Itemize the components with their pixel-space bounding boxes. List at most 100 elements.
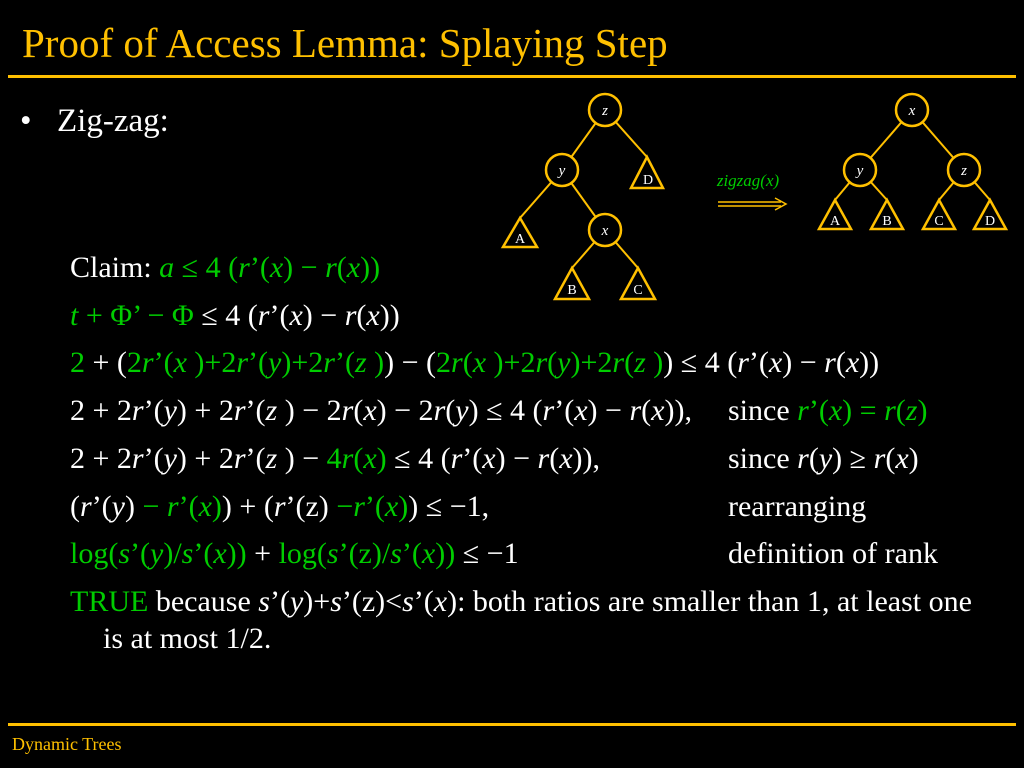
proof-text: ) ≤ 4 (	[663, 346, 738, 380]
proof-text: x	[213, 537, 227, 571]
proof-text: y	[111, 489, 125, 523]
proof-text: 2	[126, 346, 142, 380]
title-rule	[8, 75, 1016, 78]
proof-text: r	[131, 394, 144, 428]
subtree-triangle	[920, 197, 958, 231]
proof-text: )+2	[186, 346, 237, 380]
proof-text: r	[451, 346, 463, 380]
proof-text: z	[905, 394, 918, 428]
proof-text: (	[547, 346, 558, 380]
proof-text: ))	[435, 537, 456, 571]
proof-text: x	[433, 584, 448, 618]
proof-text: ))	[859, 346, 880, 380]
operation-arrow: zigzag(x)	[716, 171, 788, 211]
subtree-triangle	[618, 265, 658, 301]
proof-text: x	[768, 346, 783, 380]
proof-text: r	[233, 441, 246, 475]
proof-text: r	[80, 489, 92, 523]
node-label: y	[557, 163, 566, 179]
proof-text: )	[211, 489, 222, 523]
proof-text: rearranging	[728, 489, 867, 523]
proof-text: since	[728, 394, 798, 428]
tree-node: x	[894, 92, 930, 128]
node-label: x	[908, 103, 916, 119]
proof-text: x	[574, 394, 588, 428]
proof-text: ) − (	[384, 346, 437, 380]
proof-text: + (	[85, 346, 127, 380]
proof-text: )	[645, 346, 664, 380]
proof-text: ): both ratios are smaller than 1, at le…	[447, 584, 972, 618]
proof-text: −	[142, 489, 167, 523]
proof-text: r	[797, 394, 809, 428]
subtree: B	[868, 197, 906, 231]
proof-note: since r’(x) = r(z)	[728, 387, 927, 435]
proof-text: 2 + 2	[70, 394, 132, 428]
proof-text: (	[808, 441, 819, 475]
node-label: x	[601, 223, 609, 239]
proof-text: ’(	[364, 489, 385, 523]
proof-text: ’(	[462, 441, 483, 475]
proof-text: )+	[303, 584, 331, 618]
subtree: A	[500, 215, 540, 249]
subtree-label: D	[643, 173, 653, 188]
proof-text: x	[198, 489, 212, 523]
subtree-label: A	[830, 214, 841, 229]
proof-line: t + Φ’ − Φ ≤ 4 (r’(x) − r(x))	[70, 292, 1010, 340]
proof-text: ) −	[782, 346, 825, 380]
proof-text: s	[258, 584, 270, 618]
node-circle	[946, 152, 982, 188]
subtree-label: B	[882, 214, 891, 229]
proof-text: ’(	[269, 584, 290, 618]
proof-text: ’(	[193, 537, 214, 571]
subtree-label: D	[985, 214, 995, 229]
proof-text: )	[125, 489, 143, 523]
footer-text: Dynamic Trees	[12, 734, 122, 754]
proof-text: )),	[572, 441, 601, 475]
proof-line: log(s’(y)/s’(x)) + log(s’(z)/s’(x)) ≤ −1…	[70, 530, 1010, 578]
proof-text: ’(	[130, 537, 150, 571]
proof-text: r	[238, 251, 250, 284]
proof-text: is at most 1/2.	[103, 621, 272, 655]
proof-text: ) −	[587, 394, 630, 428]
proof-text: ’(	[143, 441, 164, 475]
proof-text: (	[835, 346, 846, 380]
subtree-triangle	[816, 197, 854, 231]
proof-text: ’(	[248, 346, 269, 380]
slide-title: Proof of Access Lemma: Splaying Step	[22, 20, 668, 66]
subtree-triangle	[552, 265, 592, 301]
proof-text: ’(	[554, 394, 575, 428]
proof-text: r	[737, 346, 749, 380]
proof-text: x	[421, 537, 436, 571]
proof-text: ) + 2	[176, 394, 234, 428]
proof-text: x	[472, 346, 487, 380]
subtree-label: A	[515, 232, 526, 247]
proof-text: ’(	[269, 298, 290, 332]
proof-text: ))	[379, 298, 400, 332]
proof-line-continuation: is at most 1/2.	[70, 623, 1010, 653]
proof-text: ) −	[495, 441, 538, 475]
subtree-triangle	[868, 197, 906, 231]
proof-text: r	[344, 298, 357, 332]
proof-text: y	[268, 346, 282, 380]
proof-line: 2 + 2r’(y) + 2r’(z ) − 4r(x) ≤ 4 (r’(x) …	[70, 435, 1010, 483]
proof-text: r	[273, 489, 286, 523]
proof-text: x	[363, 441, 377, 475]
proof-text: because	[148, 584, 259, 618]
proof-text: ≤ 4 (	[386, 441, 451, 475]
proof-text: a	[159, 251, 175, 284]
proof-text: (	[895, 394, 906, 428]
proof-text: ’(	[334, 346, 355, 380]
proof-line: TRUE because s’(y)+s’(z)<s’(x): both rat…	[70, 578, 1010, 653]
proof-text: (	[336, 251, 347, 284]
proof-text: (	[885, 441, 896, 475]
proof-text: r	[341, 441, 354, 475]
bullet-heading: •Zig-zag:	[20, 105, 169, 138]
proof-text: y	[818, 441, 833, 475]
node-label: y	[855, 163, 864, 179]
proof-text: (	[641, 394, 652, 428]
proof-text: r	[257, 298, 270, 332]
proof-text: TRUE	[70, 584, 149, 618]
subtree-triangle	[971, 197, 1009, 231]
proof-text: )	[908, 441, 919, 475]
